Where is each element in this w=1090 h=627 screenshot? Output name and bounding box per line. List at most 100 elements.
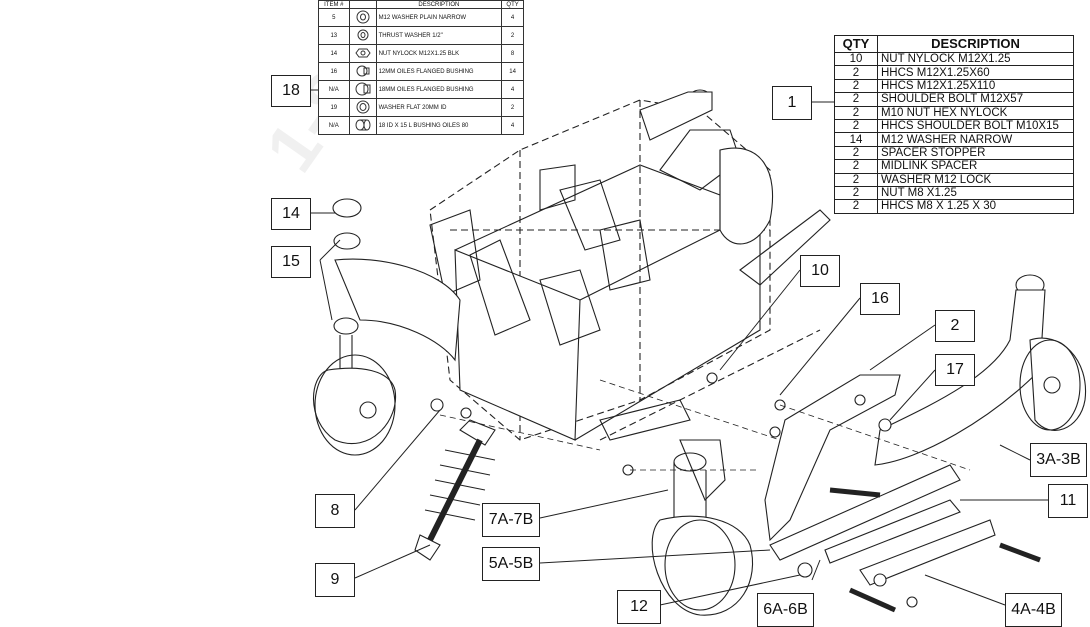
table-row: 19 WASHER FLAT 20MM ID 2 (318, 98, 524, 117)
description-cell: HHCS SHOULDER BOLT M10X15 (877, 118, 1074, 134)
description-cell: THRUST WASHER 1/2" (375, 26, 503, 45)
shock-absorber (414, 398, 496, 561)
item-cell: N/A (318, 116, 350, 135)
nylock-nut-icon (348, 44, 377, 63)
qty-cell: 2 (834, 118, 878, 134)
qty-cell: 2 (834, 159, 878, 174)
item-cell: 16 (318, 62, 350, 81)
header-description: DESCRIPTION (877, 35, 1074, 53)
mounting-bracket (764, 374, 901, 542)
table-header-row: QTY DESCRIPTION (834, 35, 1074, 53)
callout-2: 2 (935, 310, 975, 342)
flat-washer-icon (348, 98, 377, 117)
header-description: DESCRIPTION (375, 0, 503, 9)
qty-cell: 14 (834, 132, 878, 147)
qty-cell: 2 (834, 199, 878, 214)
description-cell: M10 NUT HEX NYLOCK (877, 105, 1074, 120)
item-cell: 14 (318, 44, 350, 63)
table-row: 16 12MM OILES FLANGED BUSHING 14 (318, 62, 524, 81)
qty-cell: 4 (501, 8, 524, 27)
washer-icon (348, 8, 377, 27)
description-cell: WASHER FLAT 20MM ID (375, 98, 503, 117)
flanged-bushing-icon (348, 62, 377, 81)
qty-cell: 8 (501, 44, 524, 63)
callout-9: 9 (315, 563, 355, 597)
item-cell: 19 (318, 98, 350, 117)
description-cell: M12 WASHER NARROW (877, 132, 1074, 147)
table-row: N/A 18 ID X 15 L BUSHING OILES 80 4 (318, 116, 524, 135)
description-cell: NUT M8 X1.25 (877, 185, 1074, 201)
callout-11: 11 (1048, 484, 1088, 518)
parts-table-small: ITEM # DESCRIPTION QTY 5 M12 WASHER PLAI… (318, 0, 524, 135)
description-cell: WASHER M12 LOCK (877, 172, 1074, 187)
callout-3a-3b: 3A-3B (1030, 443, 1087, 477)
table-row: 14 NUT NYLOCK M12X1.25 BLK 8 (318, 44, 524, 63)
flanged-bushing-icon (348, 80, 377, 99)
callout-5a-5b: 5A-5B (482, 547, 540, 581)
qty-cell: 2 (834, 65, 878, 80)
callout-4a-4b: 4A-4B (1005, 593, 1062, 627)
description-cell: NUT NYLOCK M12X1.25 BLK (375, 44, 503, 63)
qty-cell: 14 (501, 62, 524, 81)
item-cell: 5 (318, 8, 350, 27)
description-cell: MIDLINK SPACER (877, 159, 1074, 174)
description-cell: SHOULDER BOLT M12X57 (877, 92, 1074, 107)
bushing-icon (348, 116, 377, 135)
assembly-lines (439, 379, 971, 471)
qty-cell: 2 (834, 145, 878, 161)
left-suspension-arm (313, 198, 461, 456)
qty-cell: 2 (834, 92, 878, 107)
header-item: ITEM # (318, 0, 350, 9)
description-cell: HHCS M8 X 1.25 X 30 (877, 199, 1074, 214)
rear-caster-assembly (639, 89, 774, 245)
callout-7a-7b: 7A-7B (482, 503, 540, 537)
callout-6a-6b: 6A-6B (757, 593, 814, 627)
callout-10: 10 (800, 255, 840, 287)
qty-cell: 2 (834, 185, 878, 201)
callout-12: 12 (617, 590, 661, 624)
qty-cell: 2 (501, 98, 524, 117)
table-row: 5 M12 WASHER PLAIN NARROW 4 (318, 8, 524, 27)
qty-cell: 4 (501, 116, 524, 135)
qty-cell: 2 (834, 172, 878, 187)
description-cell: SPACER STOPPER (877, 145, 1074, 161)
description-cell: M12 WASHER PLAIN NARROW (375, 8, 503, 27)
description-cell: HHCS M12X1.25X110 (877, 78, 1074, 94)
table-row: N/A 18MM OILES FLANGED BUSHING 4 (318, 80, 524, 99)
description-cell: HHCS M12X1.25X60 (877, 65, 1074, 80)
right-caster-arm (874, 274, 1087, 466)
item-cell: 13 (318, 26, 350, 45)
callout-8: 8 (315, 494, 355, 528)
callout-17: 17 (935, 354, 975, 386)
thrust-washer-icon (348, 26, 377, 45)
qty-cell: 2 (834, 105, 878, 120)
table-row: 13 THRUST WASHER 1/2" 2 (318, 26, 524, 45)
description-cell: 18 ID X 15 L BUSHING OILES 80 (375, 116, 503, 135)
callout-18: 18 (271, 75, 311, 107)
chassis-frame-solid (429, 129, 831, 441)
header-icon (348, 0, 377, 9)
callout-1: 1 (772, 86, 812, 120)
callout-16: 16 (860, 283, 900, 315)
leader-lines (310, 89, 1048, 606)
callout-14: 14 (271, 198, 311, 230)
callout-15: 15 (271, 246, 311, 278)
link-arms (622, 372, 1041, 613)
header-qty: QTY (501, 0, 524, 9)
qty-cell: 2 (501, 26, 524, 45)
qty-cell: 10 (834, 51, 878, 67)
item-cell: N/A (318, 80, 350, 99)
description-cell: 12MM OILES FLANGED BUSHING (375, 62, 503, 81)
